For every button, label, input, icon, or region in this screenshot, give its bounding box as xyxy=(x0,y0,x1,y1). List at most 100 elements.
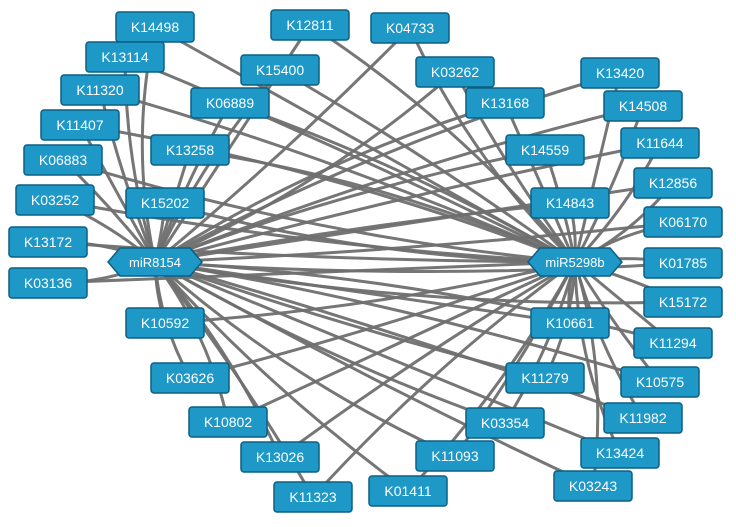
node-k13114[interactable]: K13114 xyxy=(85,41,165,73)
node-k11279[interactable]: K11279 xyxy=(505,362,585,394)
hub-shape xyxy=(107,247,203,277)
node-k15400[interactable]: K15400 xyxy=(240,54,320,86)
edge-miR8154-K11644 xyxy=(154,141,661,264)
node-label: K01785 xyxy=(659,255,707,271)
node-label: K06889 xyxy=(206,95,254,111)
node-k12856[interactable]: K12856 xyxy=(633,167,713,199)
node-label: K14508 xyxy=(619,98,667,114)
node-k10661[interactable]: K10661 xyxy=(530,307,610,339)
node-box xyxy=(370,12,450,44)
edge-miR8154-K13424 xyxy=(154,260,621,455)
node-label: K13172 xyxy=(24,234,72,250)
node-k11644[interactable]: K11644 xyxy=(620,127,700,159)
edge-miR8154-K13168 xyxy=(154,101,506,264)
node-k10575[interactable]: K10575 xyxy=(620,366,700,398)
node-box xyxy=(150,134,230,166)
hub-mir5298b[interactable]: miR5298b xyxy=(527,247,623,277)
hub-shape xyxy=(527,247,623,277)
edge-miR5298b-K11323 xyxy=(311,260,576,499)
node-k03243[interactable]: K03243 xyxy=(553,470,633,502)
node-k14498[interactable]: K14498 xyxy=(115,11,195,43)
edge-miR5298b-K10802 xyxy=(227,260,576,424)
node-k11982[interactable]: K11982 xyxy=(603,402,683,434)
node-box xyxy=(150,362,230,394)
node-label: K11320 xyxy=(76,82,123,98)
node-box xyxy=(465,87,545,119)
node-label: K11294 xyxy=(649,335,696,351)
node-label: K10575 xyxy=(636,374,684,390)
edge-miR5298b-K13026 xyxy=(279,260,576,459)
node-box xyxy=(505,362,585,394)
node-box xyxy=(125,307,205,339)
node-label: K13168 xyxy=(481,95,529,111)
node-k13172[interactable]: K13172 xyxy=(8,226,88,258)
node-k14508[interactable]: K14508 xyxy=(603,90,683,122)
edge-miR5298b-K06883 xyxy=(62,158,576,264)
node-box xyxy=(580,437,660,469)
node-k13258[interactable]: K13258 xyxy=(150,134,230,166)
node-k03626[interactable]: K03626 xyxy=(150,362,230,394)
hub-label: miR8154 xyxy=(129,255,181,270)
node-k12811[interactable]: K12811 xyxy=(270,9,350,41)
node-label: K12856 xyxy=(649,175,697,191)
node-k11093[interactable]: K11093 xyxy=(415,440,495,472)
node-box xyxy=(603,90,683,122)
node-label: K13420 xyxy=(596,65,644,81)
node-k03262[interactable]: K03262 xyxy=(415,56,495,88)
node-box xyxy=(620,366,700,398)
node-k01411[interactable]: K01411 xyxy=(368,475,448,507)
node-box xyxy=(465,407,545,439)
node-k10592[interactable]: K10592 xyxy=(125,307,205,339)
node-label: K01411 xyxy=(384,483,431,499)
node-k13420[interactable]: K13420 xyxy=(580,57,660,89)
node-k03252[interactable]: K03252 xyxy=(15,184,95,216)
node-k01785[interactable]: K01785 xyxy=(643,247,723,279)
edge-miR8154-K11407 xyxy=(78,124,157,263)
node-k06883[interactable]: K06883 xyxy=(23,144,103,176)
edge-miR5298b-K10592 xyxy=(164,260,576,325)
node-box xyxy=(8,267,88,299)
node-label: K03626 xyxy=(166,370,214,386)
node-k14559[interactable]: K14559 xyxy=(505,134,585,166)
edge-miR8154-K13420 xyxy=(154,71,621,264)
edge-miR5298b-K03354 xyxy=(503,261,577,424)
node-label: K11644 xyxy=(636,135,683,151)
node-label: K15400 xyxy=(256,62,304,78)
node-box xyxy=(240,441,320,473)
node-k15172[interactable]: K15172 xyxy=(643,286,723,318)
edge-miR5298b-K15400 xyxy=(279,68,576,264)
node-label: K14559 xyxy=(521,142,569,158)
node-k03136[interactable]: K03136 xyxy=(8,267,88,299)
node-k10802[interactable]: K10802 xyxy=(188,406,268,438)
node-label: K14843 xyxy=(546,195,594,211)
node-box xyxy=(125,187,205,219)
node-k13168[interactable]: K13168 xyxy=(465,87,545,119)
node-box xyxy=(530,187,610,219)
edge-miR5298b-K13168 xyxy=(503,102,577,263)
node-k13026[interactable]: K13026 xyxy=(240,441,320,473)
node-label: K13424 xyxy=(596,445,644,461)
node-k04733[interactable]: K04733 xyxy=(370,12,450,44)
node-k06170[interactable]: K06170 xyxy=(643,206,723,238)
node-box xyxy=(643,206,723,238)
node-label: K03243 xyxy=(569,478,617,494)
node-k11320[interactable]: K11320 xyxy=(60,74,140,106)
node-box xyxy=(643,247,723,279)
node-k15202[interactable]: K15202 xyxy=(125,187,205,219)
hub-mir8154[interactable]: miR8154 xyxy=(107,247,203,277)
node-box xyxy=(85,41,165,73)
node-box xyxy=(580,57,660,89)
node-k03354[interactable]: K03354 xyxy=(465,407,545,439)
node-k06889[interactable]: K06889 xyxy=(190,87,270,119)
node-k13424[interactable]: K13424 xyxy=(580,437,660,469)
node-box xyxy=(368,475,448,507)
edge-miR8154-K06170 xyxy=(154,220,684,264)
node-k11407[interactable]: K11407 xyxy=(40,109,120,141)
edge-miR8154-K14508 xyxy=(154,104,644,264)
node-k14843[interactable]: K14843 xyxy=(530,187,610,219)
node-k11294[interactable]: K11294 xyxy=(633,327,713,359)
node-k11323[interactable]: K11323 xyxy=(273,481,353,513)
edge-miR8154-K01411 xyxy=(153,260,409,493)
node-box xyxy=(15,184,95,216)
